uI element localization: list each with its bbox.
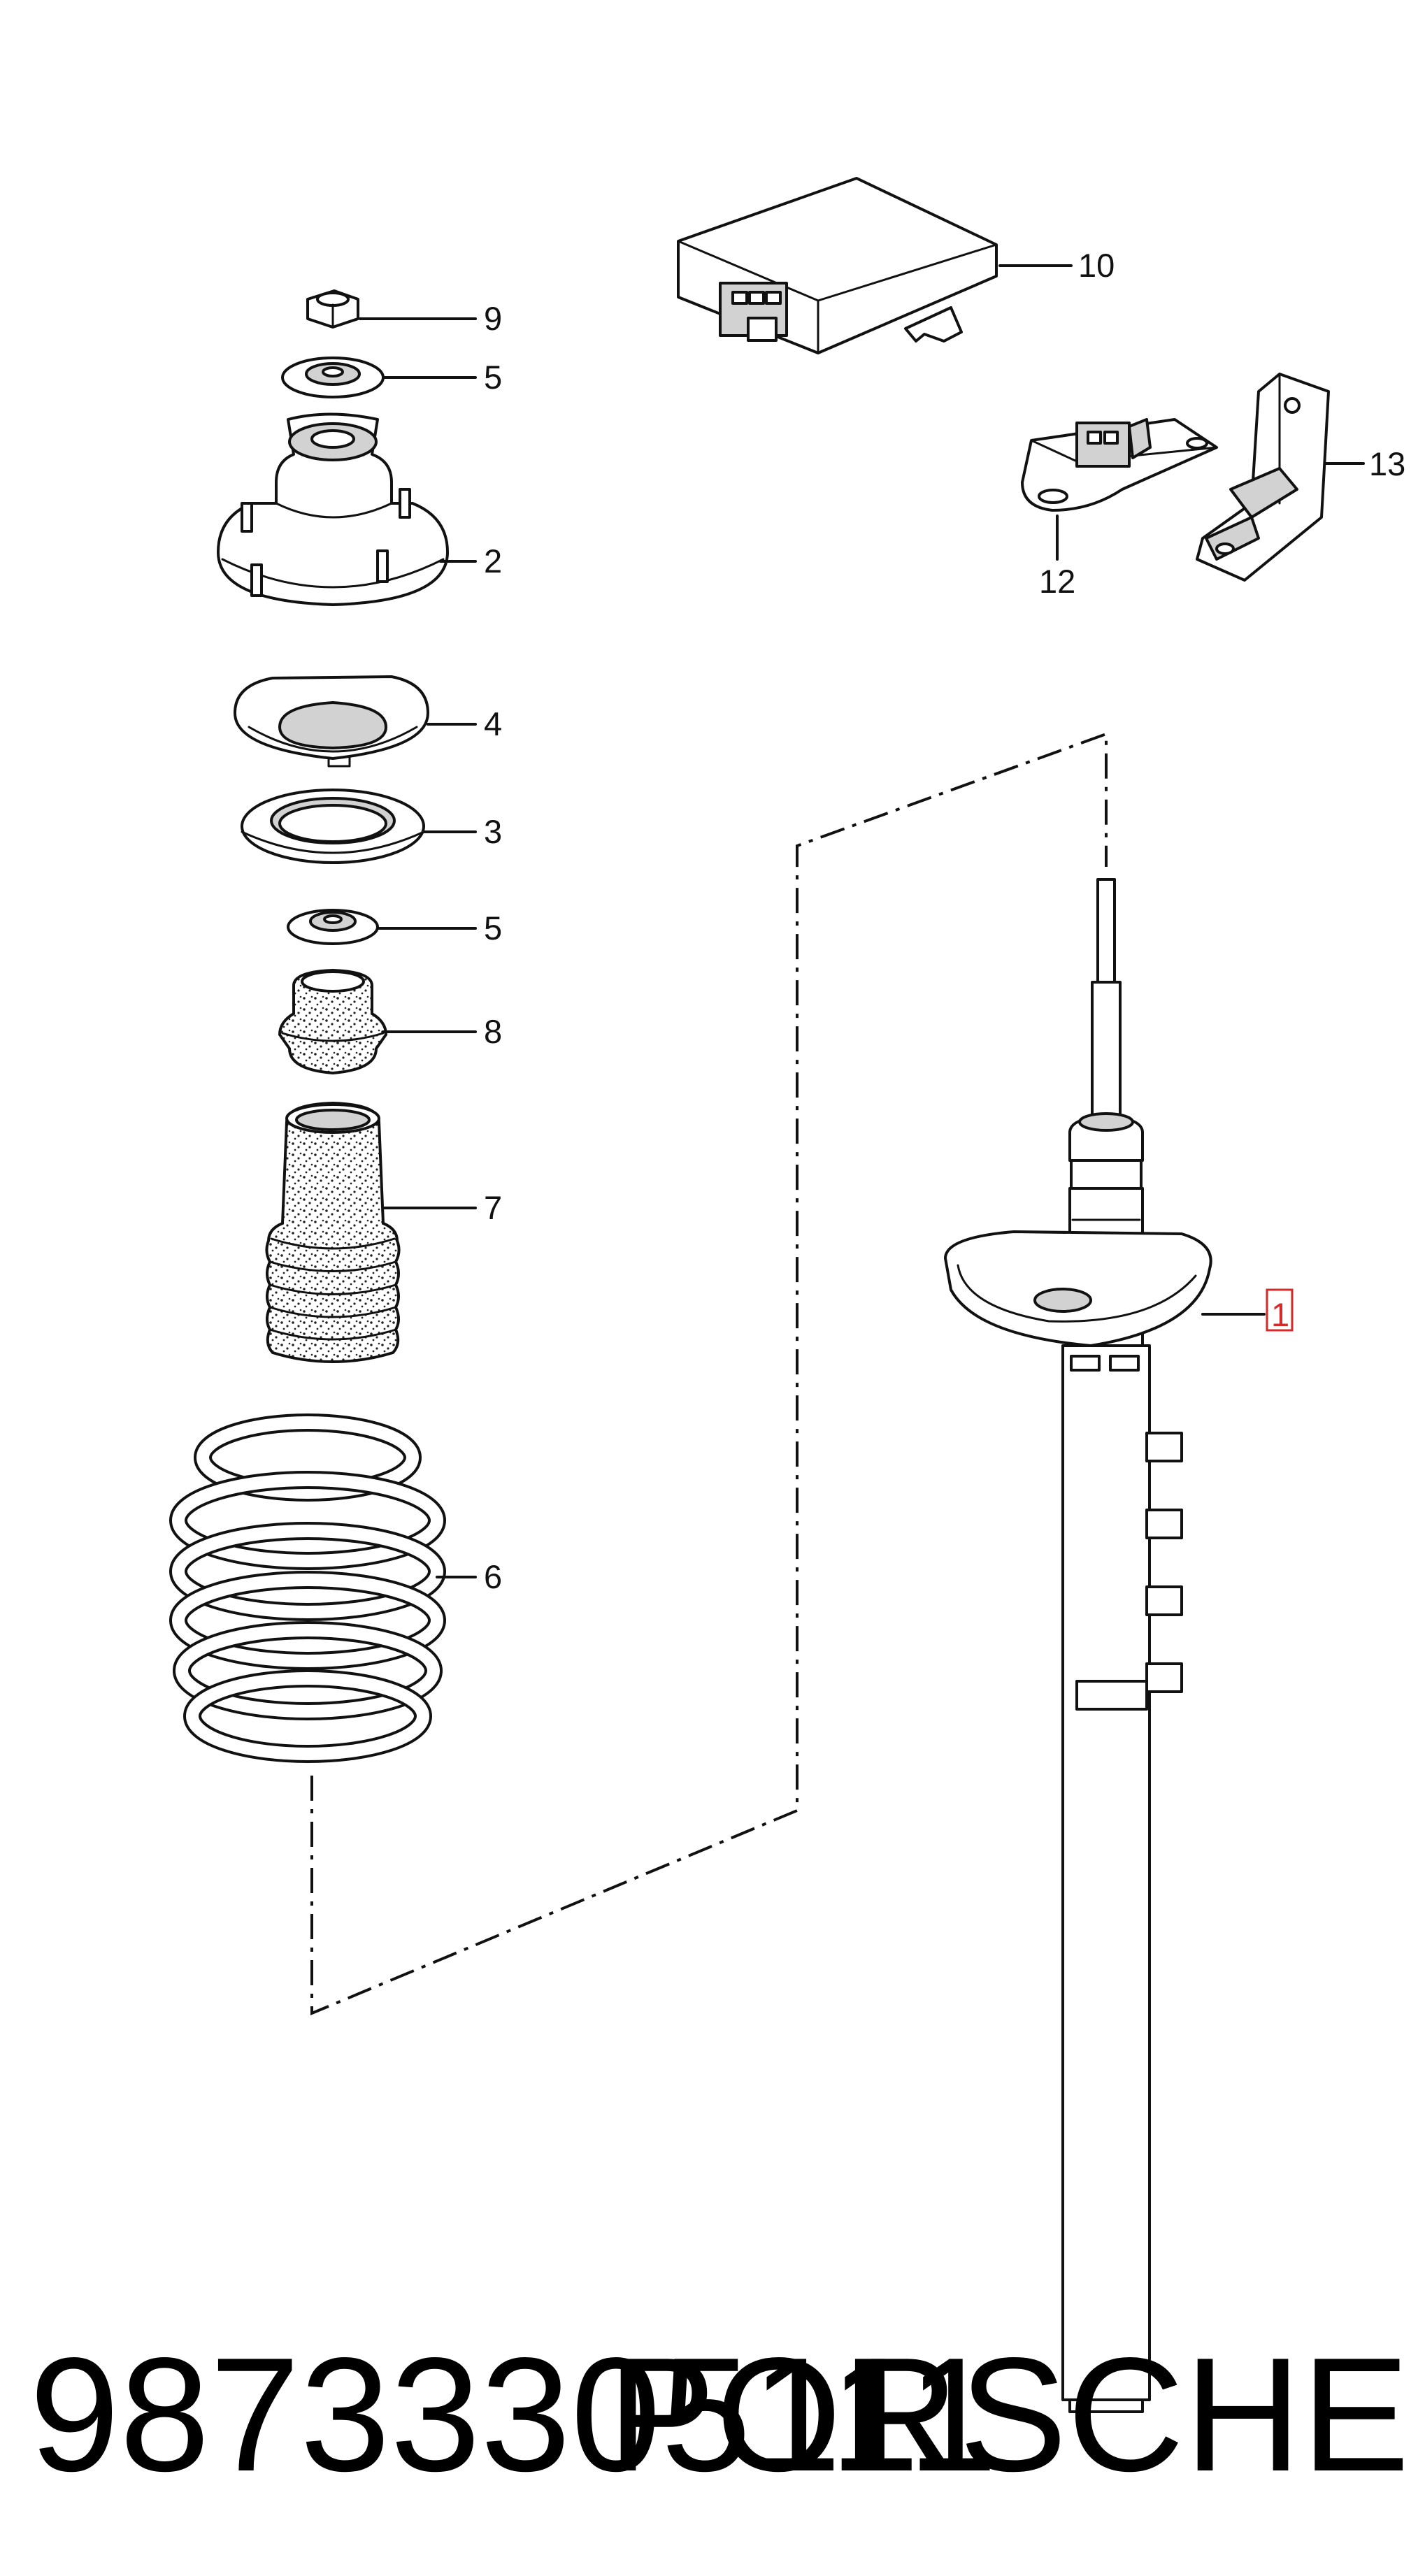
part-3-isolator-ring xyxy=(241,789,425,864)
callout-13: 13 xyxy=(1369,445,1405,482)
part-5-washer-lower xyxy=(287,909,379,945)
part-5-washer-top xyxy=(281,357,385,398)
part-12-bracket xyxy=(1021,418,1218,512)
footer: 98733305111 PORSCHE xyxy=(0,2321,1425,2510)
callout-9: 9 xyxy=(484,300,502,337)
callout-12: 12 xyxy=(1039,563,1075,600)
brand-name: PORSCHE xyxy=(607,2324,1410,2505)
callout-10: 10 xyxy=(1078,247,1115,284)
part-7-dust-boot xyxy=(265,1101,401,1364)
callout-1: 1 xyxy=(1271,1296,1289,1333)
callout-6: 6 xyxy=(484,1558,502,1595)
part-10-control-unit xyxy=(677,177,998,354)
callout-8: 8 xyxy=(484,1013,502,1050)
part-number: 98733305111 xyxy=(29,2324,998,2505)
callout-3: 3 xyxy=(484,813,502,850)
part-2-strut-mount xyxy=(217,412,449,606)
part-4-spring-seat xyxy=(234,675,429,768)
callout-labels: 9 5 2 4 3 5 8 7 6 10 12 13 1 xyxy=(484,247,1405,1595)
callout-7: 7 xyxy=(484,1189,502,1226)
callout-5-lower: 5 xyxy=(484,909,502,947)
part-6-coil-spring xyxy=(169,1413,446,1763)
callout-2: 2 xyxy=(484,542,502,580)
callout-1-highlight-box xyxy=(1266,1288,1294,1332)
part-1-strut xyxy=(944,878,1212,2413)
leader-lines xyxy=(359,264,1365,1578)
callout-4: 4 xyxy=(484,705,502,742)
part-8-bump-stop xyxy=(278,968,388,1075)
assembly-guide-line xyxy=(310,732,1108,2016)
part-13-holder xyxy=(1196,373,1330,582)
part-9-nut xyxy=(306,289,359,329)
callout-5-top: 5 xyxy=(484,359,502,396)
